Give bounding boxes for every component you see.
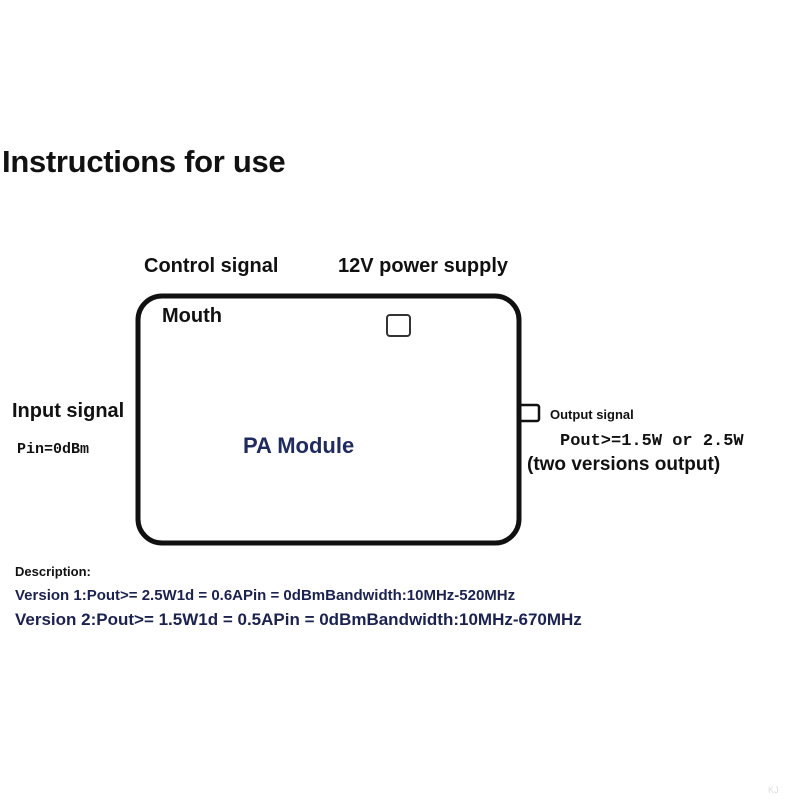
power-connector bbox=[386, 314, 411, 337]
input-power-value: Pin=0dBm bbox=[17, 441, 90, 458]
output-port bbox=[517, 403, 541, 423]
version-1-spec: Version 1:Pout>= 2.5W1d = 0.6APin = 0dBm… bbox=[15, 587, 516, 604]
control-signal-label: Control signal bbox=[144, 255, 279, 277]
pa-module-box bbox=[135, 293, 522, 546]
input-signal-label: Input signal bbox=[12, 400, 125, 422]
versions-note: (two versions output) bbox=[527, 454, 721, 475]
corner-watermark: KJ bbox=[768, 785, 779, 795]
description-heading: Description: bbox=[15, 564, 91, 579]
page-title: Instructions for use bbox=[2, 144, 286, 179]
version-2-spec: Version 2:Pout>= 1.5W1d = 0.5APin = 0dBm… bbox=[15, 610, 582, 629]
power-supply-label: 12V power supply bbox=[338, 255, 509, 277]
module-name: PA Module bbox=[243, 433, 355, 458]
mouth-label: Mouth bbox=[162, 305, 222, 327]
output-signal-label: Output signal bbox=[550, 407, 634, 422]
output-power-value: Pout>=1.5W or 2.5W bbox=[560, 432, 744, 451]
